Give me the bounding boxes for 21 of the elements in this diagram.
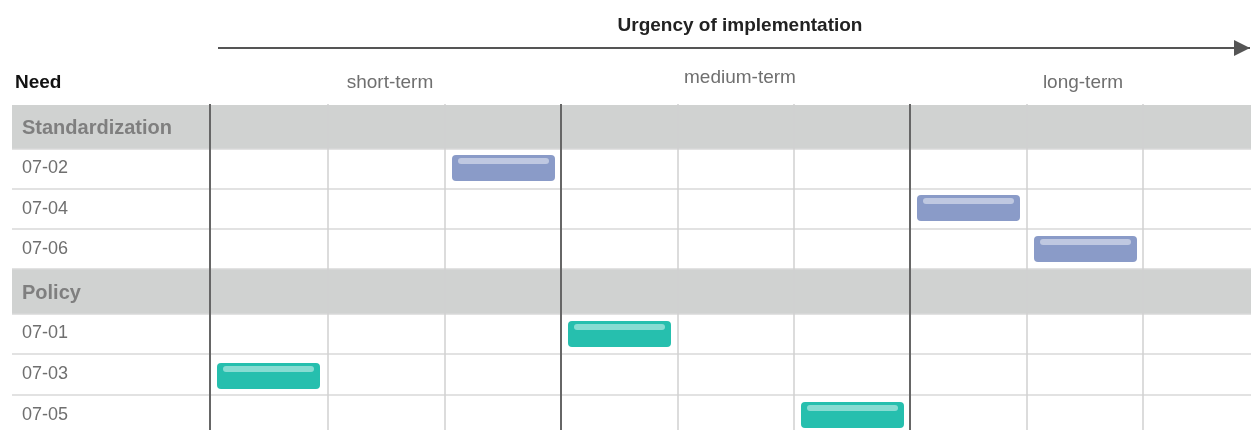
- time-horizon-label: medium-term: [684, 66, 796, 88]
- category-label: Standardization: [22, 115, 172, 139]
- column-header: Need: [15, 71, 62, 93]
- timeline-bar: [1034, 236, 1137, 262]
- timeline-bar: [452, 155, 555, 181]
- category-band: [12, 105, 1251, 149]
- timeline-bar: [217, 363, 320, 389]
- timeline-bar: [801, 402, 904, 428]
- row-label: 07-02: [22, 157, 69, 178]
- row-label: 07-01: [22, 322, 69, 343]
- time-horizon-label: long-term: [1042, 71, 1124, 93]
- category-band: [12, 269, 1251, 314]
- timeline-bar: [568, 321, 671, 347]
- row-label: 07-06: [22, 238, 69, 259]
- timeline-bar: [917, 195, 1020, 221]
- row-label: 07-03: [22, 363, 69, 384]
- axis-title: Urgency of implementation: [617, 14, 863, 36]
- row-label: 07-05: [22, 404, 69, 425]
- time-horizon-label: short-term: [346, 71, 434, 93]
- row-label: 07-04: [22, 198, 69, 219]
- category-label: Policy: [22, 280, 81, 303]
